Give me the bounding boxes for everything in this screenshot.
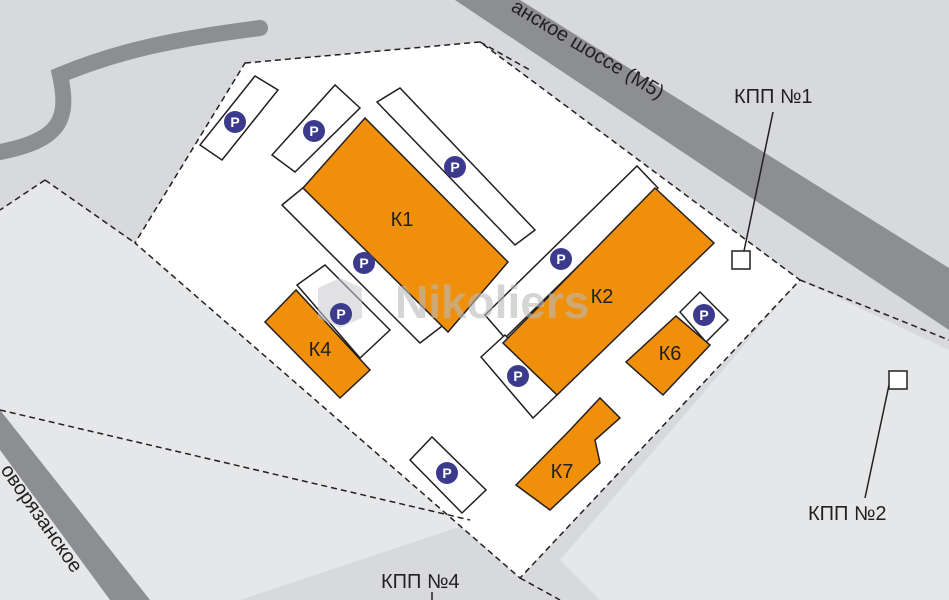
parking-letter: P (230, 114, 239, 130)
building-label-k6: К6 (659, 343, 682, 365)
parking-letter: P (513, 368, 522, 384)
checkpoint-label: КПП №4 (381, 571, 460, 593)
building-label-k7: К7 (551, 461, 574, 483)
parking-letter: P (359, 255, 368, 271)
building-k7 (514, 396, 622, 511)
highway (455, 0, 949, 330)
parking-icons: P P P P P P P P P (224, 111, 715, 484)
parking-letter: P (336, 306, 345, 322)
side-road (0, 410, 150, 600)
parking-letter: P (309, 123, 318, 139)
parking-icon: P (353, 252, 375, 274)
checkpoint-kpp4: КПП №4 (381, 571, 460, 600)
side-road-curve (0, 20, 268, 160)
dashed-line-3 (0, 409, 471, 521)
parking-icon: P (330, 303, 352, 325)
checkpoint-label: КПП №2 (808, 503, 887, 525)
dashed-line-5 (799, 279, 949, 341)
checkpoint-label: КПП №1 (734, 86, 813, 108)
dashed-line-1 (0, 179, 46, 211)
parking-icon: P (550, 248, 572, 270)
parking-icon: P (303, 120, 325, 142)
building-k6 (624, 314, 712, 397)
watermark: Nikoliers (318, 276, 589, 328)
field-area-right (560, 280, 949, 600)
parking-letter: P (442, 465, 451, 481)
checkpoint-leader (743, 111, 774, 252)
field-area (0, 180, 480, 600)
parking-icon: P (693, 304, 715, 326)
parking-lot-6 (483, 164, 660, 340)
parking-icon: P (444, 156, 466, 178)
building-label-k2: К2 (591, 286, 614, 308)
parking-letter: P (450, 159, 459, 175)
building-label-k1: К1 (391, 209, 414, 231)
building-k2 (501, 186, 716, 397)
parking-letter: P (699, 307, 708, 323)
dashed-line-6 (519, 577, 561, 600)
building-label-k4: К4 (309, 339, 332, 361)
parking-icon: P (507, 365, 529, 387)
checkpoint-leader (864, 384, 890, 499)
watermark-text: Nikoliers (395, 276, 589, 328)
parking-icon: P (224, 111, 246, 133)
parking-icon: P (436, 462, 458, 484)
parking-letter: P (556, 251, 565, 267)
checkpoint-kpp1: КПП №1 (731, 86, 813, 270)
checkpoint-kpp2: КПП №2 (808, 370, 908, 525)
building-k4 (263, 288, 372, 400)
checkpoint-marker-icon (731, 250, 751, 270)
dashed-line-2 (44, 179, 136, 244)
checkpoint-marker-icon (888, 370, 908, 390)
building-k1 (301, 116, 510, 334)
